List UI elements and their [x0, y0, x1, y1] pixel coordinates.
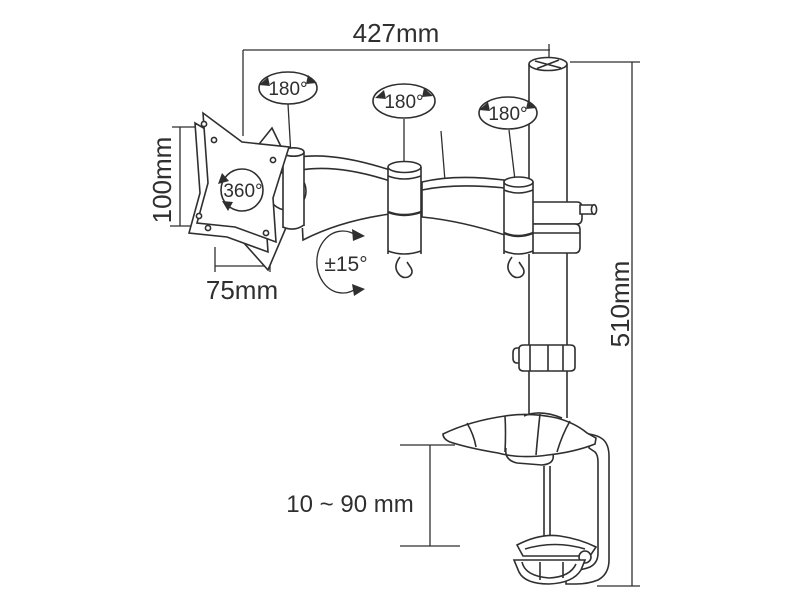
arm-segment-2: [421, 176, 512, 239]
cable-clip-tab: [512, 347, 519, 364]
tilt-arrow-up: [352, 229, 365, 241]
cable-clip: [512, 344, 576, 372]
rotation-arrow: [259, 77, 270, 86]
dim-top-width: 427mm: [242, 18, 550, 136]
arm-segment-1: [298, 155, 391, 242]
joint-pole-side: [503, 176, 534, 279]
rotation-arrow: [222, 201, 233, 211]
rotation-arrow: [218, 173, 229, 184]
cable-hook: [507, 256, 525, 279]
rotation-arrow: [479, 102, 490, 111]
dim-pole-height: 510mm: [570, 61, 640, 587]
clamp-back-bracket: [565, 433, 610, 585]
cable-hook: [395, 256, 413, 279]
dim-pole-height-label: 510mm: [605, 261, 635, 348]
vesa-spin-label: 360°: [223, 181, 262, 202]
desk-clamp: [512, 433, 610, 585]
tilt-label: ±15°: [324, 253, 367, 276]
swivel-label-1: 180°: [268, 79, 307, 100]
rotation-badge-swivel-1: 180°: [258, 71, 318, 105]
swivel-label-2: 180°: [384, 92, 423, 113]
joint-vesa-side: [282, 147, 305, 230]
vesa-screws: [195, 120, 277, 237]
desk-base: [442, 412, 597, 466]
dim-vesa-height: 100mm: [147, 126, 200, 227]
clamp-screw-column: [543, 466, 551, 538]
tilt-arrow-down: [352, 284, 365, 296]
rotation-badge-tilt: ±15°: [316, 229, 368, 296]
dim-top-width-label: 427mm: [353, 18, 440, 48]
rotation-arrow: [526, 100, 537, 109]
dim-vesa-height-label: 100mm: [147, 137, 177, 224]
swivel-label-3: 180°: [488, 104, 527, 125]
rotation-arrow: [375, 90, 386, 99]
dim-clamp-range-label: 10 ~ 90 mm: [286, 491, 413, 518]
rotation-arrow: [422, 88, 433, 97]
rotation-badge-swivel-3: 180°: [478, 96, 538, 130]
clamp-handle: [512, 559, 587, 585]
dim-clamp-range: 10 ~ 90 mm: [286, 444, 460, 547]
rotation-badge-swivel-2: 180°: [372, 83, 436, 119]
rotation-badge-vesa-spin: 360°: [218, 168, 264, 212]
joint-middle: [387, 160, 422, 279]
base-front-lip: [504, 447, 555, 466]
rotation-arrow: [306, 75, 317, 84]
dim-vesa-width-label: 75mm: [206, 275, 278, 305]
clamp-lower-jaw: [515, 534, 598, 557]
